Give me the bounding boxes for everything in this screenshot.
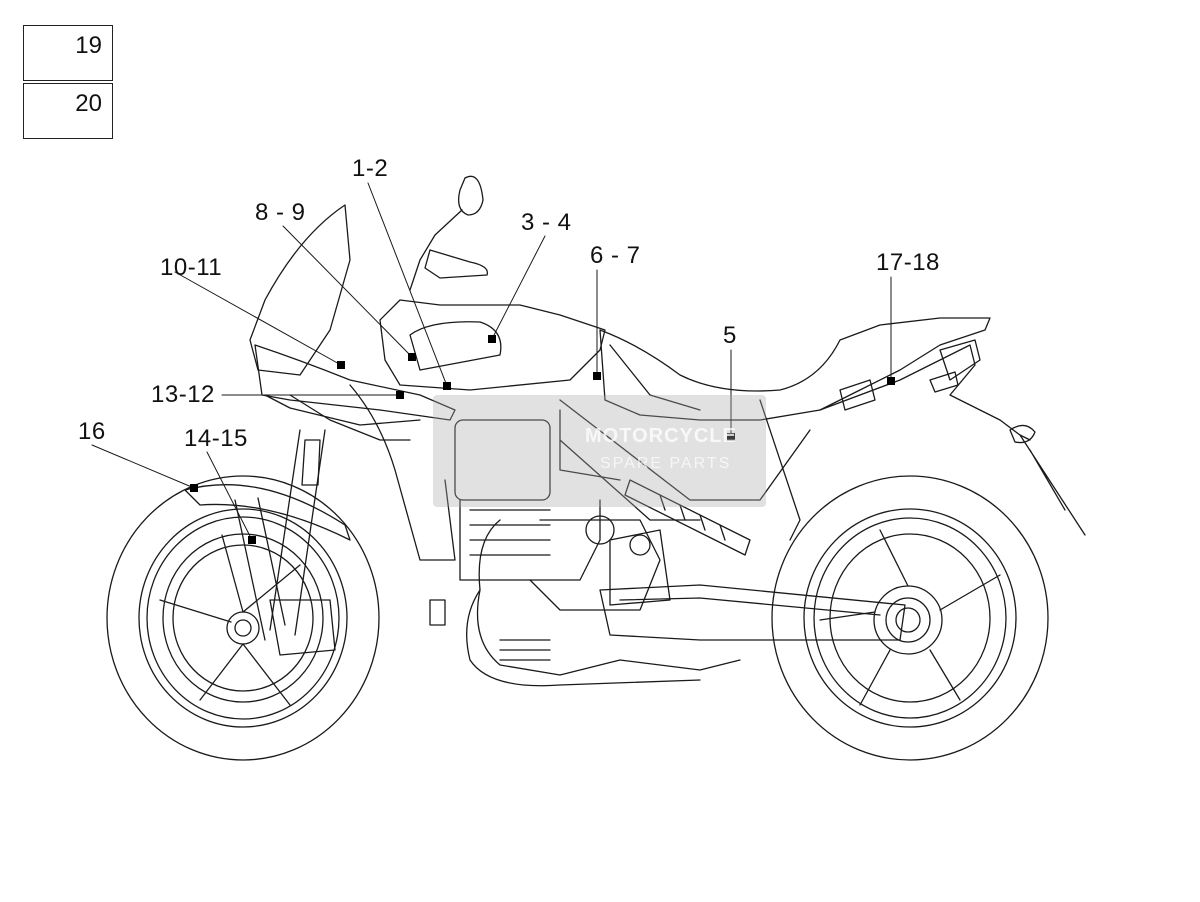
callout-label-16: 16: [78, 418, 106, 445]
marker-6-7: [593, 372, 601, 380]
marker-1-2: [443, 382, 451, 390]
marker-17-18: [887, 377, 895, 385]
front-fairing: [249, 204, 456, 441]
legend-number: 20: [75, 90, 102, 117]
legend-number: 19: [75, 32, 102, 59]
tail-section: [819, 339, 1086, 536]
callout-label-17-18: 17-18: [876, 249, 940, 276]
leader-lines: [91, 182, 892, 541]
watermark-subtitle: SPARE PARTS: [600, 455, 732, 472]
callout-label-10-11: 10-11: [160, 254, 223, 281]
callout-label-13-12: 13-12: [151, 381, 215, 408]
callout-label-14-15: 14-15: [184, 425, 248, 452]
marker-10-11: [337, 361, 345, 369]
marker-8-9: [408, 353, 416, 361]
swingarm: [599, 584, 906, 641]
marker-5: [727, 433, 735, 441]
mirror: [409, 175, 489, 291]
callout-label-3-4: 3 - 4: [521, 209, 572, 236]
fuel-tank: [349, 299, 606, 561]
legend-box-19: 19: [23, 25, 113, 81]
front-fork: [184, 429, 351, 656]
front-wheel: [106, 475, 380, 761]
engine: [429, 419, 741, 687]
legend-box-20: 20: [23, 83, 113, 139]
seat: [599, 317, 991, 421]
callout-label-5: 5: [723, 322, 737, 349]
marker-14-15: [248, 536, 256, 544]
callout-label-8-9: 8 - 9: [255, 199, 306, 226]
watermark: [433, 395, 766, 507]
rear-shock: [624, 479, 751, 556]
callout-label-6-7: 6 - 7: [590, 242, 641, 269]
marker-3-4: [488, 335, 496, 343]
watermark-title: MOTORCYCLE: [585, 425, 737, 447]
marker-16: [190, 484, 198, 492]
marker-13-12: [396, 391, 404, 399]
callout-label-1-2: 1-2: [352, 155, 389, 182]
callout-markers: [190, 335, 895, 544]
frame: [559, 399, 811, 541]
rear-wheel: [771, 475, 1049, 761]
